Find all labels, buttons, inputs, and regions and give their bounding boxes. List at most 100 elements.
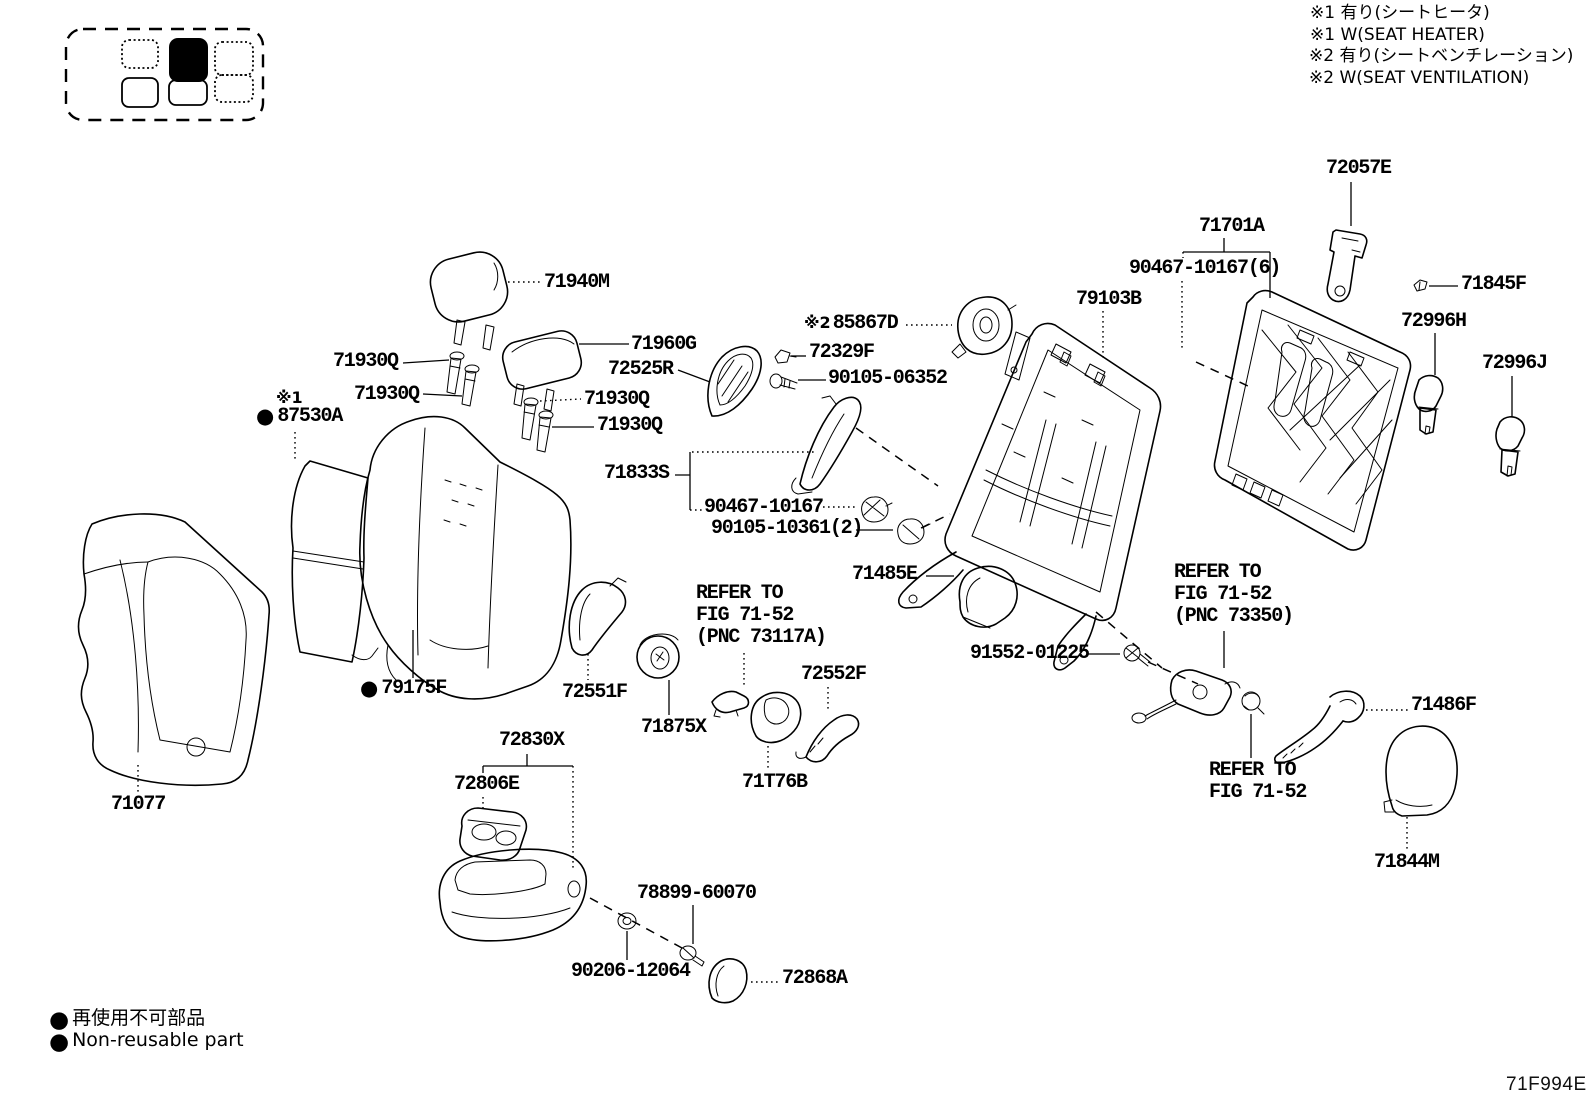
inner [622,917,632,925]
part-label-90467-10167-6[interactable]: 90467-10167(6) [1129,257,1281,280]
part-label-71930Q-3[interactable]: 71930Q [584,388,650,411]
ref-line: (PNC 73117A) [696,626,827,649]
part-label-71485E[interactable]: 71485E [852,563,918,586]
cable-eyelet [1131,712,1147,724]
seam [83,561,149,575]
cover-71485E [958,565,1018,629]
leader-71930Q-3 [539,398,582,402]
shaft [779,376,798,390]
outline [799,396,862,491]
part-label-72996H[interactable]: 72996H [1401,310,1467,333]
legend-non-reusable-en: ●Non-reusable part [49,1029,244,1054]
part-label-78899-60070[interactable]: 78899-60070 [637,882,757,905]
part-label-90206-12064[interactable]: 90206-12064 [571,960,691,983]
part-label-72830X[interactable]: 72830X [499,729,565,752]
part-label-72551F[interactable]: 72551F [562,681,628,704]
outline [711,690,750,714]
hook-72552F [795,714,860,763]
head [769,373,783,389]
seam [292,550,365,570]
seatback-frame-79103B [897,322,1162,671]
part-label-71845F[interactable]: 71845F [1461,273,1527,296]
legend-text-en: Non-reusable part [72,1029,244,1051]
outline [77,513,271,787]
dash-hinge-to-frame [855,427,939,487]
slot-cutout [1303,358,1334,427]
part-label-72806E[interactable]: 72806E [454,773,520,796]
seat-heater-pad-87530A [290,460,379,663]
cable [1144,699,1177,720]
foot [791,477,813,495]
nut-90467-10167 [861,496,893,523]
cupholder-72806E [459,807,528,861]
part-label-71844M[interactable]: 71844M [1374,851,1440,874]
seat-box-highlighted [169,38,208,82]
part-label-71930Q-1[interactable]: 71930Q [333,350,399,373]
part-label-71833S[interactable]: 71833S [604,462,670,485]
seat-location-map [64,27,265,122]
outline [1413,374,1444,413]
part-label-71701A[interactable]: 71701A [1199,215,1265,238]
part-label-72552F[interactable]: 72552F [801,663,867,686]
notch [609,577,627,587]
panel-seam [143,556,247,753]
fork [1418,406,1439,435]
part-label-71960G[interactable]: 71960G [631,333,697,356]
note-seat-heater-en: ※1 W(SEAT HEATER) [1310,25,1485,45]
inner-edge [1227,309,1399,533]
bolt-91552-01225 [1123,644,1151,667]
part-label-72525R[interactable]: 72525R [608,358,674,381]
outline [1495,416,1526,452]
rib [1317,337,1355,495]
seatback-cover-71077 [77,513,271,787]
detail [1243,692,1265,715]
outline [636,635,680,679]
part-label-71077[interactable]: 71077 [111,793,166,816]
outline [568,581,627,656]
seat-box [168,79,208,106]
part-label-71940M[interactable]: 71940M [544,271,610,294]
part-label-79175F[interactable]: ●79175F [360,678,447,699]
part-label-71930Q-2[interactable]: 71930Q [354,383,420,406]
foot [386,644,397,681]
part-label-72057E[interactable]: 72057E [1326,157,1392,180]
refer-to-fig7152: REFER TO FIG 71-52 [1209,760,1307,804]
part-label-87530A[interactable]: ●87530A [256,406,343,427]
outline [1326,229,1368,303]
pin-head [523,397,539,407]
knob-71875X [636,633,680,679]
part-label-71T76B[interactable]: 71T76B [742,771,808,794]
part-label-90105-06352[interactable]: 90105-06352 [828,367,948,390]
part-label-90467-10167[interactable]: 90467-10167 [704,496,824,519]
part-label-71486F[interactable]: 71486F [1411,694,1477,717]
blower-85867D [951,296,1017,359]
rib [1347,351,1383,505]
part-label-90105-10361[interactable]: 90105-10361(2) [711,517,863,540]
bolt-fig7152 [1241,691,1265,715]
inner [579,593,591,641]
part-label-71875X[interactable]: 71875X [641,716,707,739]
inner [962,577,991,629]
leader-lines [137,182,1513,983]
outline [1413,279,1428,292]
note1-mark: ※1 [276,388,303,407]
dash-frame-to-latch [1095,611,1163,669]
legend-non-reusable-jp: ●再使用不可部品 [49,1003,205,1032]
assembly-dashes [589,361,1249,949]
cover-71T76B [750,691,802,744]
part-label-72868A[interactable]: 72868A [782,967,848,990]
inner [715,965,725,997]
pin-head [464,364,480,374]
hub [650,646,670,670]
part-label-91552-01225[interactable]: 91552-01225 [970,642,1090,665]
part-label-71930Q-4[interactable]: 71930Q [597,414,663,437]
lid [454,859,547,895]
detail-marks [1001,391,1094,484]
part-label-72996J[interactable]: 72996J [1482,352,1548,375]
part-label-79103B[interactable]: 79103B [1076,288,1142,311]
part-label-72329F[interactable]: 72329F [809,341,875,364]
right-foot [1053,613,1097,671]
seatback-board-71701A [1213,289,1412,551]
rib [1289,364,1393,479]
